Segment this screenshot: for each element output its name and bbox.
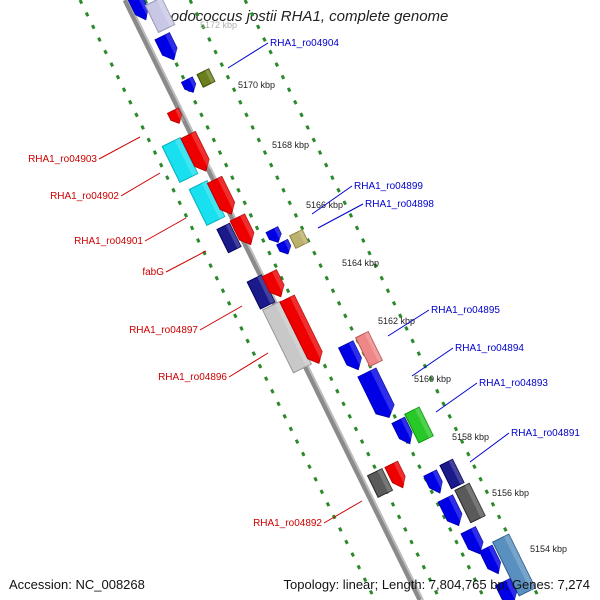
gene-navy-a[interactable] bbox=[216, 222, 242, 254]
tick-label: 5154 kbp bbox=[530, 544, 567, 554]
tick-label: 5168 kbp bbox=[272, 140, 309, 150]
gene-label-red[interactable]: RHA1_ro04901 bbox=[74, 236, 143, 247]
leader-line-red bbox=[199, 305, 243, 331]
leader-line-blue bbox=[317, 203, 364, 229]
leader-line-red bbox=[144, 217, 187, 242]
leader-line-red bbox=[323, 500, 363, 524]
gene-top-lavender[interactable] bbox=[144, 0, 176, 34]
gene-khaki[interactable] bbox=[288, 228, 310, 250]
gene-ro04904-blue[interactable] bbox=[154, 32, 181, 63]
leader-line-blue bbox=[469, 432, 510, 463]
leader-line-red bbox=[120, 172, 161, 197]
gene-label-blue[interactable]: RHA1_ro04891 bbox=[511, 428, 580, 439]
gene-red-long[interactable] bbox=[279, 294, 327, 367]
gene-navy-b[interactable] bbox=[246, 274, 276, 310]
gene-red-a[interactable] bbox=[180, 130, 214, 175]
tick-label: 5170 kbp bbox=[238, 80, 275, 90]
accession-text: Accession: NC_008268 bbox=[9, 577, 145, 592]
leader-line-red bbox=[165, 250, 207, 273]
leader-line-blue bbox=[411, 347, 454, 377]
genes bbox=[127, 0, 536, 600]
gene-label-red[interactable]: fabG bbox=[142, 267, 164, 278]
tick-label: 5172 kbp bbox=[200, 20, 237, 30]
tick-label: 5162 kbp bbox=[378, 316, 415, 326]
gene-label-blue[interactable]: RHA1_ro04904 bbox=[270, 38, 339, 49]
gene-blue-d[interactable] bbox=[337, 340, 366, 373]
gene-blue-i[interactable] bbox=[478, 544, 505, 576]
dotted-guide-inner-right bbox=[188, 0, 487, 600]
gene-labels: RHA1_ro04904RHA1_ro04899RHA1_ro04898RHA1… bbox=[28, 38, 580, 529]
gene-steelblue[interactable] bbox=[492, 533, 536, 597]
gene-red-d[interactable] bbox=[384, 460, 410, 491]
gene-label-blue[interactable]: RHA1_ro04898 bbox=[365, 199, 434, 210]
gene-label-blue[interactable]: RHA1_ro04895 bbox=[431, 305, 500, 316]
gene-darkgray-b[interactable] bbox=[454, 482, 486, 524]
gene-label-blue[interactable]: RHA1_ro04899 bbox=[354, 181, 423, 192]
tick-label: 5160 kbp bbox=[414, 374, 451, 384]
gene-small-blue-c[interactable] bbox=[276, 238, 294, 257]
leader-line-blue bbox=[311, 185, 353, 215]
leader-line-red bbox=[228, 352, 269, 378]
gene-salmon[interactable] bbox=[354, 330, 384, 368]
gene-cyan-a[interactable] bbox=[161, 136, 199, 184]
gene-label-red[interactable]: RHA1_ro04897 bbox=[129, 325, 198, 336]
gene-label-red[interactable]: RHA1_ro04902 bbox=[50, 191, 119, 202]
gene-label-red[interactable]: RHA1_ro04892 bbox=[253, 518, 322, 529]
leader-line-blue bbox=[387, 309, 430, 337]
gene-darkgray-a[interactable] bbox=[366, 468, 394, 498]
gene-red-b[interactable] bbox=[206, 175, 239, 217]
leader-line-red bbox=[98, 136, 141, 160]
gene-blue-g[interactable] bbox=[437, 494, 466, 529]
tick-label: 5156 kbp bbox=[492, 488, 529, 498]
gene-red-c[interactable] bbox=[229, 213, 258, 248]
gene-small-red[interactable] bbox=[166, 107, 185, 126]
gene-green[interactable] bbox=[404, 406, 434, 444]
gene-small-blue-b[interactable] bbox=[265, 226, 284, 245]
gene-navy-c[interactable] bbox=[439, 458, 465, 490]
gene-blue-f[interactable] bbox=[423, 469, 447, 496]
leader-line-blue bbox=[227, 42, 269, 69]
gene-blue-j[interactable] bbox=[494, 578, 521, 600]
gene-label-red[interactable]: RHA1_ro04903 bbox=[28, 154, 97, 165]
gene-olive[interactable] bbox=[196, 68, 216, 88]
gene-red-fabg[interactable] bbox=[261, 269, 288, 300]
gene-blue-h[interactable] bbox=[460, 526, 487, 557]
summary-text: Topology: linear; Length: 7,804,765 bp; … bbox=[283, 577, 590, 592]
map-title: Rhodococcus jostii RHA1, complete genome bbox=[151, 8, 449, 25]
gene-label-blue[interactable]: RHA1_ro04893 bbox=[479, 378, 548, 389]
tick-label: 5164 kbp bbox=[342, 258, 379, 268]
gene-label-blue[interactable]: RHA1_ro04894 bbox=[455, 343, 524, 354]
gene-label-red[interactable]: RHA1_ro04896 bbox=[158, 372, 227, 383]
leader-line-blue bbox=[435, 382, 478, 413]
dotted-guide-outer-left bbox=[78, 0, 377, 600]
gene-blue-long[interactable] bbox=[357, 367, 399, 422]
genome-backbone-shadow bbox=[127, 0, 424, 600]
gene-blue-e[interactable] bbox=[391, 416, 417, 447]
tick-label: 5158 kbp bbox=[452, 432, 489, 442]
gene-small-blue-a[interactable] bbox=[180, 76, 199, 95]
